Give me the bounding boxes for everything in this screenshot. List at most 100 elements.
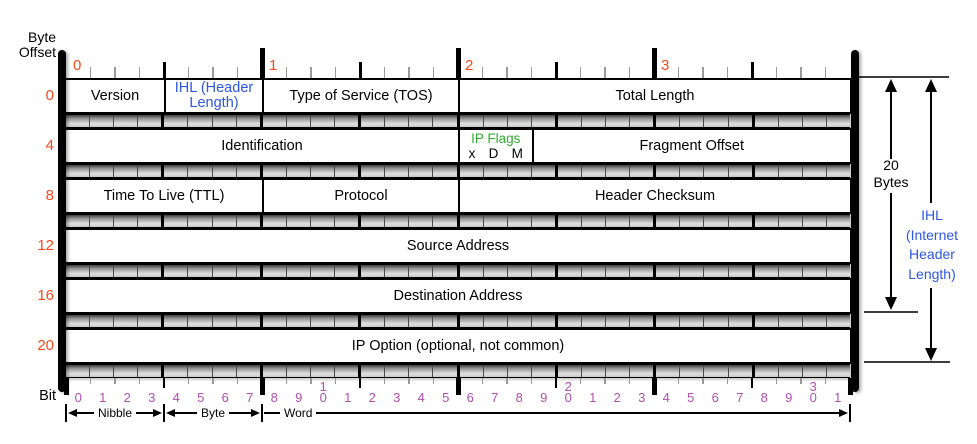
bit-number: 1 bbox=[344, 389, 352, 405]
separator-cell bbox=[581, 265, 607, 277]
separator-bar bbox=[66, 214, 850, 228]
dim-line bbox=[890, 193, 892, 297]
separator-cell bbox=[630, 165, 657, 177]
right-edge-bar bbox=[851, 50, 859, 392]
separator-cell bbox=[164, 265, 189, 277]
field-total-length: Total Length bbox=[458, 80, 850, 112]
separator-cell bbox=[188, 365, 213, 377]
separator-cell bbox=[262, 265, 287, 277]
separator-cell bbox=[212, 115, 237, 127]
arrow-up-icon bbox=[925, 79, 937, 92]
separator-cell bbox=[310, 165, 336, 177]
separator-cell bbox=[286, 315, 311, 327]
bit-tick bbox=[334, 378, 337, 384]
separator-cell bbox=[483, 265, 508, 277]
bit-number: 0 bbox=[74, 389, 82, 405]
bit-label: Bit bbox=[39, 388, 56, 404]
field-label: Header Checksum bbox=[594, 187, 716, 204]
field-protocol: Protocol bbox=[262, 180, 458, 212]
arrow-down-icon bbox=[925, 348, 937, 361]
field-label: IP Option (optional, not common) bbox=[351, 337, 565, 354]
field-label: Type of Service (TOS) bbox=[289, 87, 433, 104]
separator-cell bbox=[656, 215, 681, 227]
separator-cell bbox=[236, 265, 263, 277]
separator-cell bbox=[90, 115, 115, 127]
separator-cell bbox=[90, 365, 115, 377]
byte-offset-label: Byte Offset bbox=[18, 29, 56, 60]
separator-cell bbox=[656, 315, 681, 327]
separator-cell bbox=[507, 265, 532, 277]
separator-cell bbox=[262, 365, 287, 377]
bit-tick bbox=[334, 67, 337, 78]
bit-tick bbox=[408, 67, 410, 78]
separator-cell bbox=[310, 115, 336, 127]
bit-tick bbox=[285, 378, 288, 384]
separator-cell bbox=[310, 365, 336, 377]
separator-bar bbox=[66, 264, 850, 278]
separator-cell bbox=[433, 165, 460, 177]
separator-cell bbox=[212, 165, 237, 177]
separator-cell bbox=[656, 115, 681, 127]
group-boundary-bar bbox=[849, 404, 851, 422]
separator-cell bbox=[802, 265, 827, 277]
bit-tick bbox=[579, 67, 582, 78]
dim-ihl-end-line bbox=[864, 361, 950, 363]
byte-offset-number: 4 bbox=[45, 137, 54, 154]
field-label: Destination Address bbox=[393, 287, 523, 304]
separator-cell bbox=[778, 115, 803, 127]
separator-cell bbox=[826, 215, 850, 227]
field-identification: Identification bbox=[66, 130, 458, 162]
bit-tick bbox=[677, 67, 680, 78]
separator-cell bbox=[680, 315, 705, 327]
bit-tick bbox=[481, 378, 484, 384]
separator-cell bbox=[385, 315, 410, 327]
group-word: Word bbox=[264, 404, 848, 422]
separator-cell bbox=[409, 365, 434, 377]
byte-tick bbox=[63, 378, 69, 395]
separator-cell bbox=[138, 165, 165, 177]
byte-offset-number: 8 bbox=[45, 187, 54, 204]
separator-cell bbox=[188, 265, 213, 277]
separator-cell bbox=[557, 115, 582, 127]
separator-cell bbox=[212, 365, 237, 377]
separator-cell bbox=[409, 115, 434, 127]
field-label: Identification bbox=[221, 137, 303, 154]
field-ttl: Time To Live (TTL) bbox=[66, 180, 262, 212]
separator-cell bbox=[728, 265, 755, 277]
separator-cell bbox=[531, 365, 558, 377]
bit-tick bbox=[530, 67, 533, 78]
bit-tick bbox=[726, 67, 729, 78]
bit-tick bbox=[702, 67, 704, 78]
bit-number: 1 bbox=[589, 389, 597, 405]
bit-tick bbox=[114, 378, 116, 384]
separator-cell bbox=[114, 165, 139, 177]
bit-tick bbox=[310, 67, 312, 78]
separator-cell bbox=[704, 215, 729, 227]
separator-cell bbox=[138, 315, 165, 327]
separator-cell bbox=[385, 265, 410, 277]
bit-tick bbox=[702, 378, 704, 384]
separator-cell bbox=[385, 115, 410, 127]
bit-number: 6 bbox=[221, 389, 229, 405]
field-header-checksum: Header Checksum bbox=[458, 180, 850, 212]
separator-cell bbox=[704, 265, 729, 277]
bit-tick bbox=[506, 378, 508, 384]
nibble-tick bbox=[162, 62, 166, 78]
bit-number: 2 bbox=[368, 389, 376, 405]
separator-cell bbox=[483, 165, 508, 177]
byte-tick bbox=[259, 378, 265, 395]
left-edge-bar bbox=[58, 50, 66, 392]
separator-cell bbox=[310, 265, 336, 277]
separator-cell bbox=[754, 365, 779, 377]
separator-cell bbox=[656, 265, 681, 277]
separator-cell bbox=[335, 215, 362, 227]
arrow-right-icon bbox=[839, 409, 848, 417]
dim-line bbox=[890, 91, 892, 159]
bit-number: 6 bbox=[711, 389, 719, 405]
separator-cell bbox=[606, 265, 631, 277]
bit-number: 2 bbox=[613, 389, 621, 405]
separator-cell bbox=[728, 165, 755, 177]
